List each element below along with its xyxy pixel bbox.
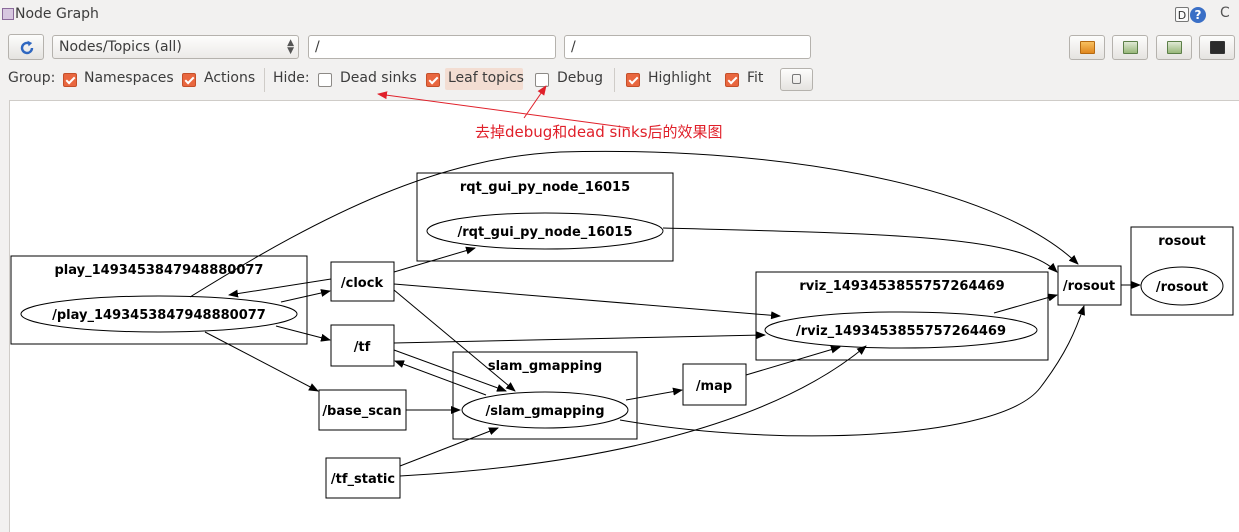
edge-slam-map (625, 387, 683, 401)
hide-label: Hide: (273, 70, 310, 86)
save-image-icon (1123, 41, 1138, 54)
group-label: Group: (8, 70, 56, 86)
namespaces-checkbox[interactable] (63, 73, 77, 87)
edge-tf-static-rviz (399, 345, 867, 477)
dead-sinks-label[interactable]: Dead sinks (340, 70, 417, 86)
save-image-button[interactable] (1199, 35, 1235, 60)
cluster-play[interactable]: play_1493453847948880077 (10, 255, 308, 345)
highlight-label[interactable]: Highlight (648, 70, 712, 86)
leaf-topics-label[interactable]: Leaf topics (448, 70, 524, 86)
fit-label[interactable]: Fit (747, 70, 764, 86)
cluster-rviz[interactable]: rviz_1493453855757264469 (755, 271, 1049, 361)
highlight-checkbox[interactable] (626, 73, 640, 87)
app-icon (2, 8, 14, 20)
dead-sinks-checkbox[interactable] (318, 73, 332, 87)
screen-icon (1210, 41, 1225, 54)
edge-map-rviz (745, 345, 841, 376)
separator (264, 68, 265, 92)
save-svg-icon (1167, 41, 1182, 54)
cluster-label: rqt_gui_py_node_16015 (460, 180, 630, 195)
edge-tf-rviz (393, 331, 766, 344)
load-dot-button[interactable] (1069, 35, 1105, 60)
cluster-slam[interactable]: slam_gmapping (452, 351, 638, 440)
edge-play-clock (280, 289, 331, 303)
cluster-rosout[interactable]: rosout (1130, 226, 1234, 316)
save-svg-button[interactable] (1156, 35, 1192, 60)
node-slam[interactable]: /slam_gmapping (461, 391, 629, 429)
annotation-arrow-dead-sinks (377, 91, 631, 129)
topic-tf[interactable]: /tf (330, 324, 395, 367)
edge-tf-slam (393, 349, 507, 392)
edge-play-tf (275, 325, 331, 342)
edge-slam-tf (394, 360, 487, 396)
title-bar: Node Graph D ? C (0, 0, 1239, 30)
close-icon[interactable]: C (1220, 5, 1230, 21)
leaf-topics-checkbox[interactable] (426, 73, 440, 87)
graph-canvas[interactable] (9, 100, 1239, 532)
cluster-label: rviz_1493453855757264469 (799, 279, 1004, 294)
topic-tf-static[interactable]: /tf_static (325, 457, 401, 499)
topic-filter-input[interactable] (564, 35, 811, 59)
annotation-arrow-debug (523, 85, 547, 119)
topic-label: /rosout (1063, 279, 1115, 294)
updown-arrow-icon: ▲▼ (287, 38, 294, 56)
node-rviz[interactable]: /rviz_1493453855757264469 (764, 311, 1038, 349)
view-mode-select[interactable]: Nodes/Topics (all) ▲▼ (52, 35, 299, 59)
edge-slam-rosout (619, 305, 1085, 437)
namespaces-label[interactable]: Namespaces (84, 70, 174, 86)
actions-checkbox[interactable] (182, 73, 196, 87)
refresh-icon (20, 40, 34, 55)
node-label: /rqt_gui_py_node_16015 (457, 225, 632, 240)
dock-d-icon[interactable]: D (1175, 7, 1189, 22)
edge-rqt-rosout (662, 227, 1058, 273)
edge-clock-rviz (393, 283, 781, 320)
topic-label: /tf (354, 340, 371, 355)
edge-rviz-rosout (993, 293, 1058, 314)
cluster-rqt[interactable]: rqt_gui_py_node_16015 (416, 172, 674, 262)
refresh-button[interactable] (8, 34, 44, 60)
node-rosout[interactable]: /rosout (1140, 266, 1224, 306)
node-label: /rviz_1493453855757264469 (796, 324, 1006, 339)
edge-tf-static-slam (399, 427, 499, 467)
topic-clock[interactable]: /clock (330, 261, 395, 302)
node-label: /slam_gmapping (485, 404, 604, 419)
edge-play-base-scan (204, 331, 319, 392)
actions-label[interactable]: Actions (204, 70, 256, 86)
leaf-topics-highlight (445, 68, 523, 90)
namespace-filter-input[interactable] (308, 35, 556, 59)
options-row: Group: Namespaces Actions Hide: Dead sin… (0, 64, 1239, 94)
node-rqt[interactable]: /rqt_gui_py_node_16015 (426, 212, 664, 250)
node-play[interactable]: /play_1493453847948880077 (20, 295, 298, 333)
topic-rosout[interactable]: /rosout (1057, 265, 1122, 306)
topic-label: /map (696, 379, 732, 394)
cluster-label: slam_gmapping (488, 359, 602, 374)
cluster-label: rosout (1158, 234, 1205, 249)
edge-clock-rqt (393, 246, 476, 273)
folder-open-icon (1080, 41, 1095, 54)
node-label: /rosout (1156, 280, 1208, 295)
edge-play-rosout (189, 150, 1079, 298)
separator (614, 68, 615, 92)
node-label: /play_1493453847948880077 (52, 308, 266, 323)
help-icon[interactable]: ? (1190, 7, 1206, 23)
cluster-label: play_1493453847948880077 (55, 263, 264, 278)
view-mode-value: Nodes/Topics (all) (59, 39, 182, 55)
topic-base-scan[interactable]: /base_scan (318, 389, 407, 431)
save-dot-button[interactable] (1112, 35, 1148, 60)
edge-clock-slam (393, 289, 516, 392)
debug-label[interactable]: Debug (557, 70, 604, 86)
topic-label: /clock (341, 276, 384, 291)
fit-in-view-button[interactable] (780, 68, 813, 91)
annotation-text: 去掉debug和dead sinks后的效果图 (475, 123, 723, 141)
topic-map[interactable]: /map (682, 363, 747, 406)
topic-label: /tf_static (331, 472, 395, 487)
edge-clock-play (228, 278, 332, 298)
window-title: Node Graph (15, 6, 99, 22)
fit-checkbox[interactable] (725, 73, 739, 87)
topic-label: /base_scan (322, 404, 401, 419)
